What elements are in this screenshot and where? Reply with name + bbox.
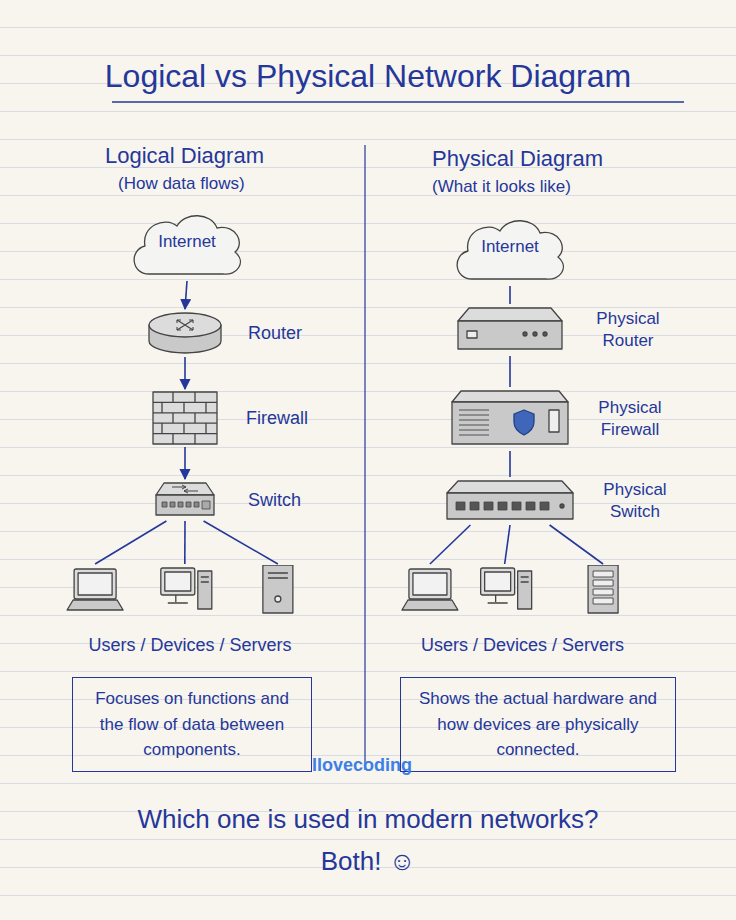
switch-icon [154,480,216,520]
column-heading: Physical Diagram [432,146,603,172]
switch-node: Switch [154,480,216,520]
connector [509,286,511,304]
connector [184,357,186,389]
column-heading: Logical Diagram [105,143,264,169]
node-text: Switch [248,490,301,511]
node-text: Firewall [246,408,308,429]
router-node: Router [147,310,223,356]
column-subheading: (What it looks like) [432,177,571,197]
physical-router-icon [455,305,565,355]
node-text: Internet [127,232,247,252]
watermark: Ilovecoding [312,755,412,776]
connector [204,521,278,564]
node-text: Shows the actual hardware and how device… [415,686,661,763]
connector [509,356,511,387]
connector [550,525,603,564]
column-divider [364,145,365,770]
node-text: Router [248,323,302,344]
physical-firewall-node: Physical Firewall [449,388,571,450]
title-underline [112,101,684,103]
note-box: Shows the actual hardware and how device… [400,677,676,772]
device-icons [395,565,650,615]
connector [95,521,166,564]
physical-firewall-icon [449,388,571,450]
physical-switch-node: Physical Switch [444,478,576,524]
connector [185,281,187,309]
connector [509,451,511,477]
column-subheading: (How data flows) [118,174,245,194]
firewall-node: Firewall [151,390,219,446]
closing-question: Which one is used in modern networks? [0,804,736,835]
router-icon [147,310,223,356]
physical-router-node: Physical Router [455,305,565,355]
device-icons [60,565,320,615]
node-text: Focuses on functions and the flow of dat… [87,686,297,763]
physical-switch-icon [444,478,576,524]
connector [505,525,510,564]
closing-answer: Both! ☺ [0,846,736,877]
title: Logical vs Physical Network Diagram [0,58,736,95]
node-text: Users / Devices / Servers [395,635,650,656]
internet-cloud: Internet [127,210,247,280]
node-text: Internet [450,237,570,257]
node-text: Physical Router [583,308,673,352]
connector [184,447,186,479]
node-text: Users / Devices / Servers [60,635,320,656]
node-text: Physical Firewall [585,397,675,441]
devices-group: Users / Devices / Servers [60,565,320,656]
devices-group: Users / Devices / Servers [395,565,650,656]
note-box: Focuses on functions and the flow of dat… [72,677,312,772]
node-text: Physical Switch [590,479,680,523]
internet-cloud: Internet [450,215,570,285]
connector [430,525,470,564]
connector [184,521,186,564]
firewall-icon [151,390,219,446]
